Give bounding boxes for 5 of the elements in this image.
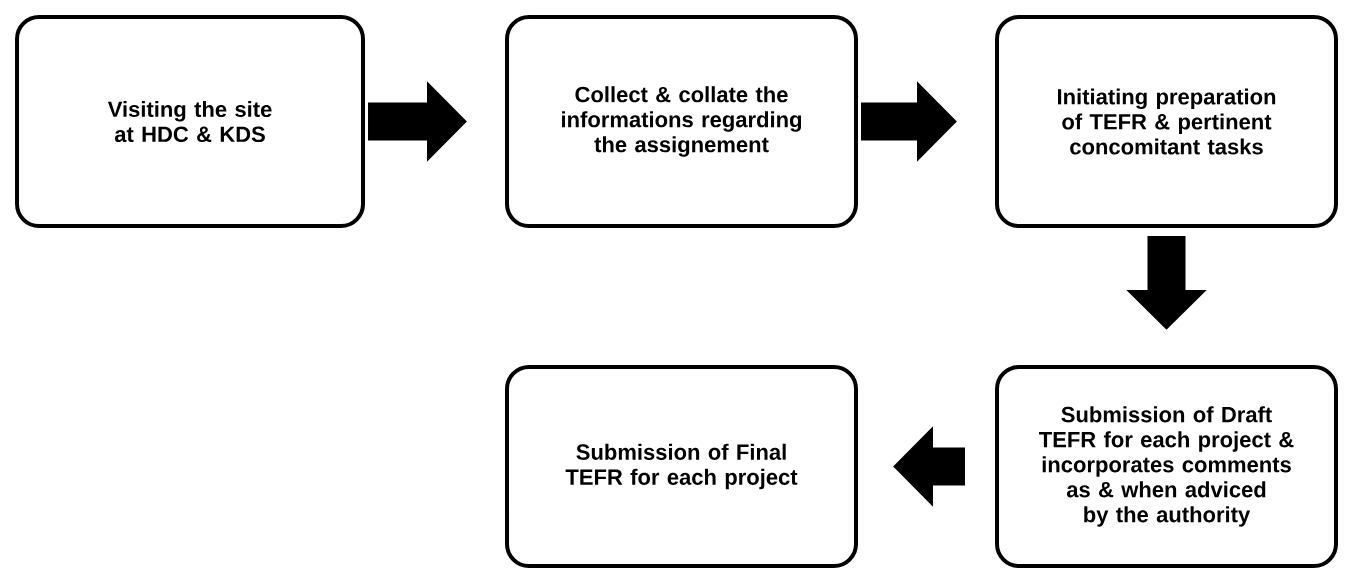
process-box: Submission of Final TEFR for each project [505,365,858,568]
process-box: Visiting the site at HDC & KDS [15,15,365,228]
process-box: Collect & collate the informations regarding the assignement [505,15,858,228]
process-box: Submission of Draft TEFR for each project & incorporates comments as & when adviced by the authority [995,365,1338,568]
process-box: Initiating preparation of TEFR & pertinent concomitant tasks [995,15,1338,228]
